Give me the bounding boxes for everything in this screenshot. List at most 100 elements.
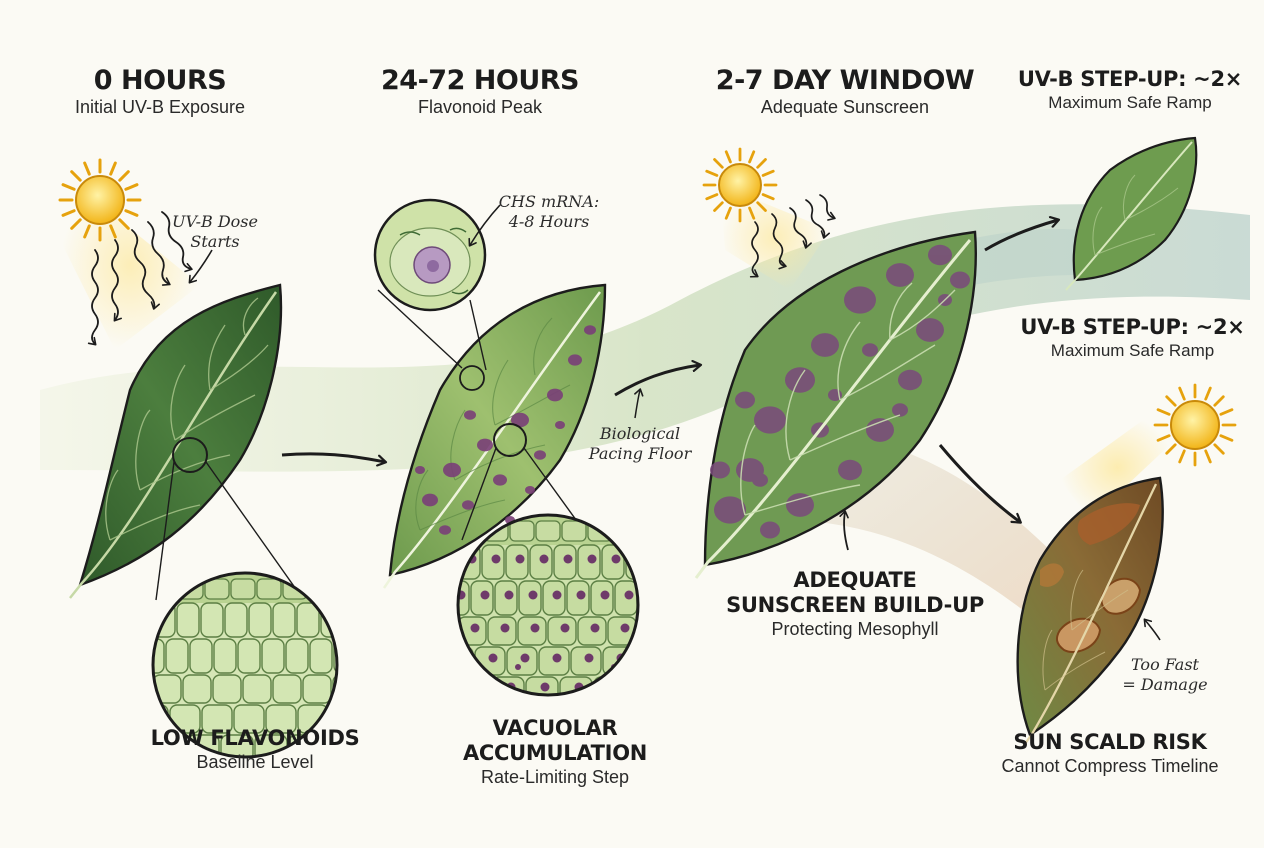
sun-ray bbox=[1178, 449, 1186, 464]
flavonoid-spot bbox=[439, 525, 451, 535]
cell bbox=[212, 674, 242, 704]
flavonoid-vacuole bbox=[624, 590, 634, 600]
flavonoid-spot bbox=[462, 500, 474, 510]
anthocyanin-patch bbox=[714, 496, 746, 524]
flavonoid-vacuole bbox=[643, 683, 652, 692]
epidermal-cell bbox=[535, 520, 561, 542]
uv-dose-note: UV-B Dose Starts bbox=[172, 212, 258, 251]
stage-title: 2-7 DAY WINDOW bbox=[715, 65, 975, 96]
stage-subtitle: Maximum Safe Ramp bbox=[1048, 93, 1212, 112]
cell bbox=[237, 638, 261, 674]
sun-ray bbox=[1219, 408, 1234, 416]
anthocyanin-patch bbox=[811, 333, 839, 357]
flavonoid-spot bbox=[422, 493, 438, 507]
flavonoid-vacuole bbox=[515, 664, 521, 670]
flavonoid-vacuole bbox=[576, 590, 586, 600]
sun-ray bbox=[705, 193, 719, 201]
anthocyanin-patch bbox=[760, 521, 780, 539]
cell bbox=[224, 602, 248, 638]
cell bbox=[272, 674, 302, 704]
anthocyanin-patch bbox=[754, 406, 786, 434]
sun-icon bbox=[58, 158, 200, 350]
arrow-icon bbox=[188, 249, 213, 284]
sun-ray bbox=[109, 224, 117, 239]
cell bbox=[213, 638, 237, 674]
cell bbox=[248, 602, 272, 638]
epidermal-cell bbox=[561, 520, 587, 542]
adequate-sunscreen-label: ADEQUATE SUNSCREEN BUILD-UP Protecting M… bbox=[705, 568, 1005, 640]
sun-ray bbox=[124, 209, 139, 217]
anthocyanin-patch bbox=[710, 461, 730, 479]
flavonoid-vacuole bbox=[504, 590, 514, 600]
cell bbox=[265, 704, 297, 734]
flavonoid-vacuole bbox=[458, 653, 466, 663]
sun-ray bbox=[1204, 449, 1212, 464]
vacuolar-accumulation-label: VACUOLAR ACCUMULATION Rate-Limiting Step bbox=[430, 716, 680, 788]
anthocyanin-patch bbox=[898, 369, 922, 391]
arrow-icon bbox=[839, 510, 849, 551]
flavonoid-vacuole bbox=[467, 693, 473, 695]
leaf-icon bbox=[1065, 136, 1198, 291]
cell bbox=[233, 704, 265, 734]
sun-ray bbox=[1213, 395, 1225, 407]
sun-ray bbox=[713, 201, 724, 212]
sun-ray bbox=[761, 169, 775, 177]
cell bbox=[153, 674, 182, 704]
sun-scald-label: SUN SCALD RISK Cannot Compress Timeline bbox=[975, 730, 1245, 777]
anthocyanin-patch bbox=[892, 403, 908, 417]
sun-ray bbox=[70, 170, 82, 182]
cell bbox=[458, 646, 474, 676]
stage-0-header: 0 HOURS Initial UV-B Exposure bbox=[40, 65, 280, 118]
label-title: ACCUMULATION bbox=[462, 741, 648, 765]
pacing-floor-note: Biological Pacing Floor bbox=[588, 424, 692, 463]
epidermal-cell bbox=[256, 578, 282, 600]
arrow-icon bbox=[281, 452, 385, 462]
anthocyanin-patch bbox=[785, 367, 815, 393]
sun-ray bbox=[713, 158, 724, 169]
sun-ray bbox=[124, 183, 139, 191]
cell bbox=[189, 638, 213, 674]
epidermal-cell bbox=[509, 520, 535, 542]
flavonoid-vacuole bbox=[563, 554, 573, 564]
sun-ray bbox=[61, 209, 76, 217]
flavonoid-spot bbox=[477, 438, 493, 452]
cell bbox=[625, 544, 638, 580]
stage-subtitle: Adequate Sunscreen bbox=[760, 97, 930, 117]
cell bbox=[176, 602, 200, 638]
stage-subtitle: Initial UV-B Exposure bbox=[74, 97, 246, 117]
flavonoid-vacuole bbox=[515, 554, 525, 564]
anthocyanin-patch bbox=[928, 244, 952, 266]
low-flavonoids-label: LOW FLAVONOIDS Baseline Level bbox=[120, 726, 390, 773]
flavonoid-vacuole bbox=[488, 653, 498, 663]
arrow-icon bbox=[634, 388, 644, 419]
stage-2-header: 2-7 DAY WINDOW Adequate Sunscreen bbox=[690, 65, 1000, 118]
flavonoid-vacuole bbox=[539, 554, 549, 564]
anthocyanin-patch bbox=[844, 286, 876, 314]
cell bbox=[201, 704, 233, 734]
arrow-icon bbox=[1143, 618, 1161, 641]
arrow-icon bbox=[468, 204, 501, 247]
flavonoid-vacuole bbox=[552, 590, 562, 600]
flavonoid-spot bbox=[464, 410, 476, 420]
sun-ray bbox=[756, 158, 767, 169]
flavonoid-vacuole bbox=[584, 653, 594, 663]
flavonoid-vacuole bbox=[500, 623, 510, 633]
flavonoid-vacuole bbox=[480, 590, 490, 600]
uv-rays bbox=[749, 194, 836, 278]
sun-ray bbox=[61, 183, 76, 191]
flavonoid-vacuole bbox=[472, 682, 482, 692]
flavonoid-spot bbox=[568, 354, 582, 366]
cell bbox=[627, 676, 638, 695]
flavonoid-spot bbox=[525, 486, 535, 494]
anthocyanin-patch bbox=[752, 473, 768, 487]
sun-ray bbox=[118, 170, 130, 182]
flavonoid-vacuole bbox=[600, 590, 610, 600]
stage-title: 24-72 HOURS bbox=[381, 65, 579, 96]
cell bbox=[153, 638, 165, 674]
label-subtitle: Baseline Level bbox=[196, 752, 314, 772]
stage-title: 0 HOURS bbox=[93, 65, 227, 96]
too-fast-note: Too Fast = Damage bbox=[1122, 655, 1208, 694]
cell bbox=[182, 674, 212, 704]
label-title: SUN SCALD RISK bbox=[1013, 730, 1207, 754]
epidermal-cell bbox=[334, 578, 337, 600]
